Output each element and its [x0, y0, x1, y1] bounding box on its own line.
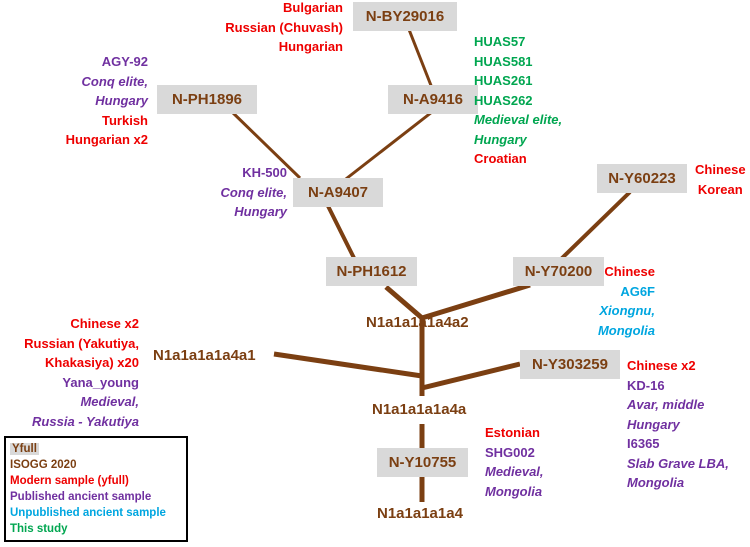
- branch-y303259-n4a: [421, 361, 521, 391]
- samples-a9416: HUAS57 HUAS581 HUAS261 HUAS262 Medieval …: [474, 32, 562, 169]
- sample-published-ancient: AGY-92: [101, 54, 148, 69]
- sample-published-ancient-origin: Mongolia: [627, 475, 685, 490]
- sample-modern: Russian (Chuvash): [225, 19, 343, 35]
- node-n1a1a1a1a4a2: N1a1a1a1a4a2: [366, 314, 469, 331]
- sample-published-ancient-origin: Hungary: [234, 204, 287, 219]
- sample-published-ancient: KD-16: [627, 377, 665, 393]
- sample-this-study-origin: Hungary: [474, 131, 527, 147]
- samples-y303259: Chinese x2 KD-16 Avar, middle Hungary I6…: [627, 356, 729, 493]
- sample-modern: Chinese: [695, 162, 746, 177]
- sample-published-ancient-origin: Hungary: [95, 93, 148, 108]
- sample-unpublished-ancient-origin: Xiongnu,: [599, 303, 655, 318]
- sample-modern: Bulgarian: [283, 0, 343, 15]
- sample-modern: Hungarian: [278, 39, 343, 54]
- node-n-y10755: N-Y10755: [377, 448, 468, 477]
- sample-published-ancient: KH-500: [242, 165, 287, 180]
- branch-n4a1-n4a: [273, 351, 423, 379]
- samples-by29016: Bulgarian Russian (Chuvash) Hungarian: [225, 0, 343, 57]
- sample-published-ancient: SHG002: [485, 444, 535, 460]
- sample-unpublished-ancient: AG6F: [620, 283, 655, 299]
- sample-published-ancient-origin: Conq elite,: [220, 184, 287, 200]
- node-n-y303259: N-Y303259: [520, 350, 620, 379]
- sample-modern: Chinese: [604, 264, 655, 279]
- sample-published-ancient-origin: Mongolia: [485, 483, 543, 499]
- node-n-ph1896: N-PH1896: [157, 85, 257, 114]
- node-n1a1a1a1a4a: N1a1a1a1a4a: [372, 401, 467, 418]
- sample-modern: Khakasiya) x20: [45, 355, 139, 370]
- legend-isogg: ISOGG 2020: [10, 459, 77, 471]
- node-n-y60223: N-Y60223: [597, 164, 687, 193]
- sample-this-study: HUAS57: [474, 34, 526, 49]
- sample-this-study: HUAS262: [474, 92, 533, 108]
- node-n1a1a1a1a4: N1a1a1a1a4: [377, 505, 463, 522]
- node-n-ph1612: N-PH1612: [326, 257, 417, 286]
- sample-modern: Estonian: [485, 425, 540, 440]
- sample-modern: Russian (Yakutiya,: [24, 335, 139, 351]
- sample-published-ancient-origin: Slab Grave LBA,: [627, 455, 729, 471]
- branch-a9416-a9407: [341, 110, 433, 184]
- sample-modern: Turkish: [102, 112, 148, 128]
- sample-modern: Chinese x2: [70, 316, 139, 331]
- node-n-y70200: N-Y70200: [513, 257, 604, 286]
- samples-ph1896: AGY-92 Conq elite, Hungary Turkish Hunga…: [66, 52, 148, 150]
- legend: Yfull ISOGG 2020 Modern sample (yfull) P…: [4, 436, 188, 542]
- sample-published-ancient-origin: Medieval,: [485, 464, 544, 479]
- branch-by29016-a9416: [406, 26, 434, 89]
- sample-modern: Croatian: [474, 151, 527, 166]
- samples-n1a1a1a1a4a1: Chinese x2 Russian (Yakutiya, Khakasiya)…: [24, 314, 139, 431]
- branch-a9407-ph1612: [326, 205, 358, 263]
- sample-published-ancient-origin: Conq elite,: [81, 73, 148, 89]
- legend-this-study: This study: [10, 523, 68, 535]
- legend-modern: Modern sample (yfull): [10, 475, 129, 487]
- sample-modern: Korean: [697, 181, 743, 197]
- branch-ph1896-a9407: [228, 108, 302, 180]
- sample-published-ancient-origin: Russia - Yakutiya: [32, 413, 139, 429]
- sample-published-ancient-origin: Medieval,: [80, 394, 139, 409]
- sample-modern: Chinese x2: [627, 358, 696, 373]
- samples-y70200: Chinese AG6F Xiongnu, Mongolia: [598, 262, 655, 340]
- legend-yfull: Yfull: [10, 443, 39, 455]
- branch-y70200-n4a2: [421, 282, 531, 321]
- sample-this-study: HUAS261: [474, 73, 533, 88]
- sample-modern: Hungarian x2: [65, 132, 148, 147]
- legend-unpublished: Unpublished ancient sample: [10, 507, 166, 519]
- sample-published-ancient: I6365: [627, 436, 660, 451]
- node-n-a9416: N-A9416: [388, 85, 478, 114]
- sample-this-study-origin: Medieval elite,: [474, 112, 563, 127]
- samples-y10755: Estonian SHG002 Medieval, Mongolia: [485, 423, 544, 501]
- branch-ph1612-n4a2: [384, 285, 424, 320]
- sample-published-ancient-origin: Avar, middle: [627, 397, 705, 412]
- sample-published-ancient-origin: Hungary: [627, 416, 680, 432]
- samples-a9407: KH-500 Conq elite, Hungary: [221, 163, 287, 222]
- node-n-by29016: N-BY29016: [353, 2, 457, 31]
- node-n-a9407: N-A9407: [293, 178, 383, 207]
- sample-unpublished-ancient-origin: Mongolia: [597, 322, 655, 338]
- sample-published-ancient: Yana_young: [62, 374, 139, 390]
- legend-published: Published ancient sample: [10, 491, 152, 503]
- sample-this-study: HUAS581: [474, 53, 533, 69]
- branch-y60223-y70200: [556, 190, 632, 264]
- node-n1a1a1a1a4a1: N1a1a1a1a4a1: [153, 347, 256, 364]
- samples-y60223: Chinese Korean: [695, 160, 746, 199]
